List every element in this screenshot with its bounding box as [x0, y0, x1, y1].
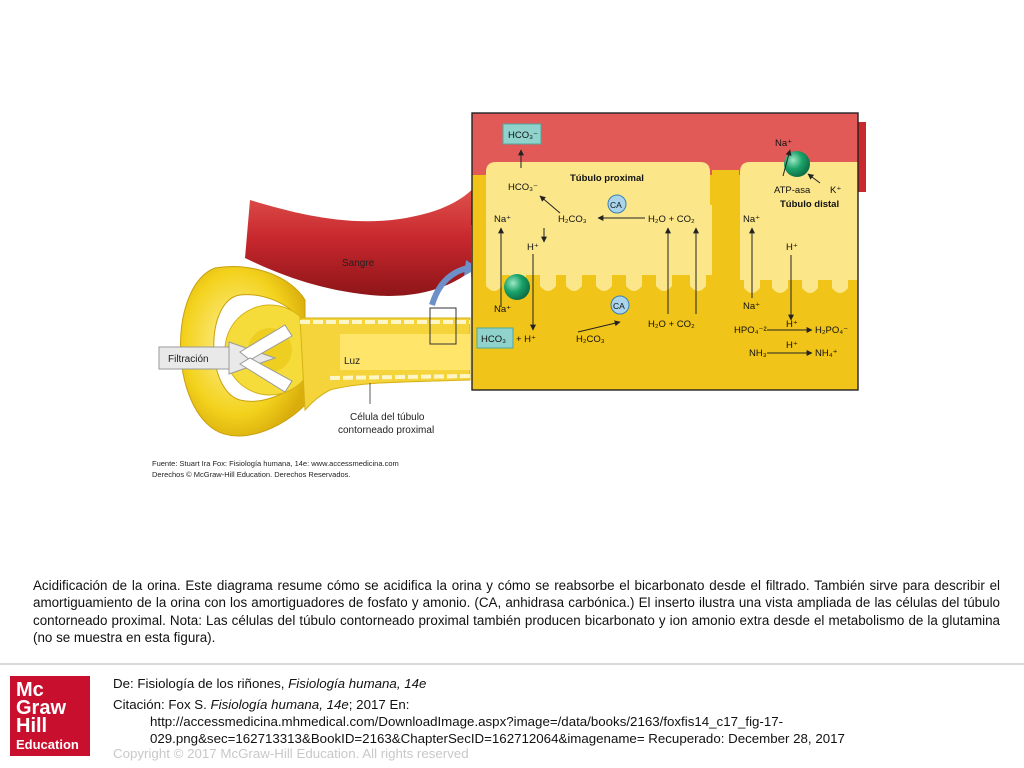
na-h-exchanger: [504, 274, 530, 300]
source-de-prefix: De:: [113, 676, 138, 691]
hpo4: HPO₄⁻²: [734, 325, 767, 336]
source-de-book: Fisiología humana, 14e: [288, 676, 427, 691]
h2o-co2-bottom: H₂O + CO₂: [648, 319, 695, 330]
ca-top-circle: [607, 194, 627, 214]
reaction-arrows: [498, 149, 821, 356]
na-cell-left: Na⁺: [494, 214, 511, 225]
tubulo-distal-label: Túbulo distal: [780, 199, 839, 210]
hco3-lumen: HCO₃: [481, 334, 506, 345]
zoom-marker-box: [429, 307, 457, 345]
h2po4: H₂PO₄⁻: [815, 325, 848, 336]
blood-vessel: [245, 180, 480, 296]
h2o-co2-top: H₂O + CO₂: [648, 214, 695, 225]
ca-bottom: CA: [613, 301, 625, 311]
k-plus: K⁺: [830, 185, 841, 196]
plus-h-lumen: + H⁺: [516, 334, 536, 345]
nh3: NH₃: [749, 348, 767, 359]
footer-divider: [0, 663, 1024, 665]
citation-url-line1[interactable]: http://accessmedicina.mhmedical.com/Down…: [150, 714, 784, 729]
figure-credit-line1: Fuente: Stuart Ira Fox: Fisiología human…: [152, 459, 399, 468]
h-cell-left: H⁺: [527, 242, 539, 253]
citation-rest: ; 2017 En:: [348, 697, 410, 712]
source-de-chapter: Fisiología de los riñones,: [137, 676, 289, 691]
logo-line-4: Education: [16, 737, 79, 752]
na-top-distal: Na⁺: [775, 138, 792, 149]
ca-bottom-circle: [610, 295, 630, 315]
na-lumen-left: Na⁺: [494, 304, 511, 315]
inset-panel: [471, 112, 866, 391]
citation-url-line2[interactable]: 029.png&sec=162713313&BookID=2163&Chapte…: [150, 731, 845, 746]
h2co3-lumen: H₂CO₃: [576, 334, 605, 345]
citation-prefix: Citación: Fox S.: [113, 697, 211, 712]
ca-top: CA: [610, 200, 622, 210]
label-filtracion: Filtración: [168, 354, 209, 365]
atp-asa: ATP-asa: [774, 185, 811, 196]
h-cell-right: H⁺: [786, 242, 798, 253]
h2co3-cell: H₂CO₃: [558, 214, 587, 225]
acidification-diagram: Sangre Filtración Luz Célula del túbulo …: [152, 112, 866, 479]
hco3-lumen-box: [476, 327, 514, 349]
na-cell-right: Na⁺: [743, 214, 760, 225]
hco3-blood: HCO₃⁻: [508, 130, 538, 141]
logo-line-3: Hill: [16, 715, 48, 737]
na-lumen-right: Na⁺: [743, 301, 760, 312]
logo-line-2: Graw: [16, 697, 67, 719]
h-over-hpo4: H⁺: [786, 319, 798, 330]
mcgraw-hill-logo: Mc Graw Hill Education: [10, 676, 90, 756]
figure-credit-line2: Derechos © McGraw-Hill Education. Derech…: [152, 470, 351, 479]
label-sangre: Sangre: [342, 258, 375, 269]
citation-book: Fisiología humana, 14e: [210, 697, 349, 712]
h-over-nh3: H⁺: [786, 340, 798, 351]
tubulo-proximal-label: Túbulo proximal: [570, 173, 644, 184]
label-luz: Luz: [344, 356, 360, 367]
hco3-blood-box: [502, 123, 542, 145]
nh4: NH₄⁺: [815, 348, 838, 359]
atp-pump: [784, 151, 810, 177]
logo-line-1: Mc: [16, 679, 44, 701]
zoom-arrow: [429, 265, 469, 306]
label-celula-line2: contorneado proximal: [338, 425, 434, 436]
source-de: De: Fisiología de los riñones, Fisiologí…: [113, 676, 426, 691]
source-citation: Citación: Fox S. Fisiología humana, 14e;…: [113, 697, 409, 712]
filtration-arrow: [158, 324, 293, 393]
copyright-notice: Copyright © 2017 McGraw-Hill Education. …: [113, 746, 469, 761]
label-celula-line1: Célula del túbulo: [350, 412, 425, 423]
figure-caption: Acidificación de la orina. Este diagrama…: [33, 578, 1000, 646]
hco3-cell: HCO₃⁻: [508, 182, 538, 193]
